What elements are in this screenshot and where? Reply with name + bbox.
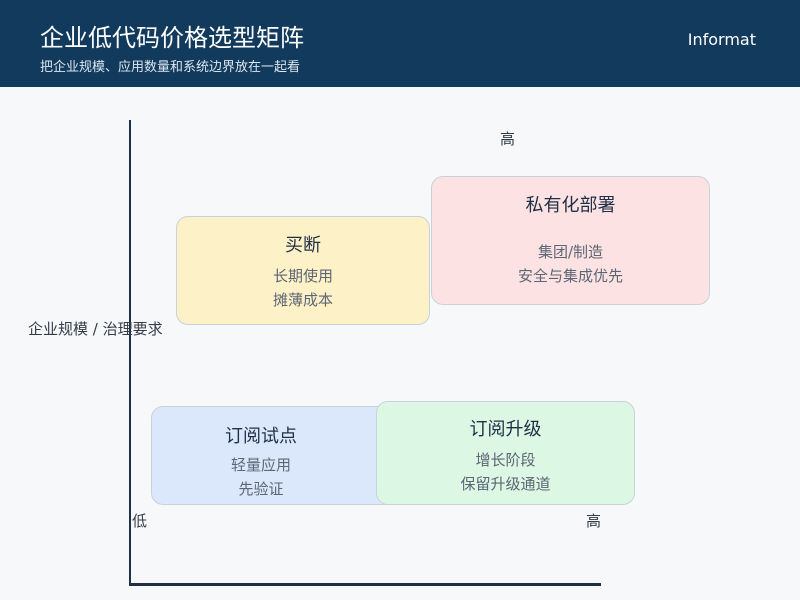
y-axis-high-label: 高 bbox=[500, 130, 516, 148]
quadrant-upgrade-line-2: 保留升级通道 bbox=[460, 475, 551, 493]
x-axis-line bbox=[129, 583, 601, 586]
quadrant-trial-line-1: 轻量应用 bbox=[230, 456, 291, 474]
page-title: 企业低代码价格选型矩阵 bbox=[40, 24, 304, 52]
quadrant-upgrade-title: 订阅升级 bbox=[469, 419, 542, 440]
quadrant-private-line-2: 安全与集成优先 bbox=[517, 267, 623, 285]
quadrant-private-line-1: 集团/制造 bbox=[537, 243, 604, 261]
header-bar: 企业低代码价格选型矩阵 把企业规模、应用数量和系统边界放在一起看 Informa… bbox=[0, 0, 800, 87]
quadrant-trial-title: 订阅试点 bbox=[225, 426, 297, 447]
quadrant-buyout-title: 买断 bbox=[285, 235, 321, 256]
axis-low-label: 低 bbox=[132, 512, 148, 530]
quadrant-private-title: 私有化部署 bbox=[525, 195, 616, 216]
quadrant-private-deployment: 私有化部署 集团/制造 安全与集成优先 bbox=[431, 176, 710, 305]
quadrant-subscription-upgrade: 订阅升级 增长阶段 保留升级通道 bbox=[376, 401, 635, 505]
y-axis-label: 企业规模 / 治理要求 bbox=[28, 320, 163, 338]
quadrant-trial-line-2: 先验证 bbox=[238, 480, 284, 498]
y-axis-line bbox=[129, 120, 131, 586]
quadrant-buyout-line-1: 长期使用 bbox=[272, 267, 333, 285]
quadrant-subscription-trial: 订阅试点 轻量应用 先验证 bbox=[151, 406, 401, 505]
quadrant-upgrade-line-1: 增长阶段 bbox=[475, 451, 536, 469]
quadrant-buyout-line-2: 摊薄成本 bbox=[272, 291, 333, 309]
quadrant-buyout: 买断 长期使用 摊薄成本 bbox=[176, 216, 430, 325]
page-subtitle: 把企业规模、应用数量和系统边界放在一起看 bbox=[40, 60, 301, 75]
brand-name: Informat bbox=[687, 30, 756, 49]
x-axis-high-label: 高 bbox=[586, 512, 602, 530]
